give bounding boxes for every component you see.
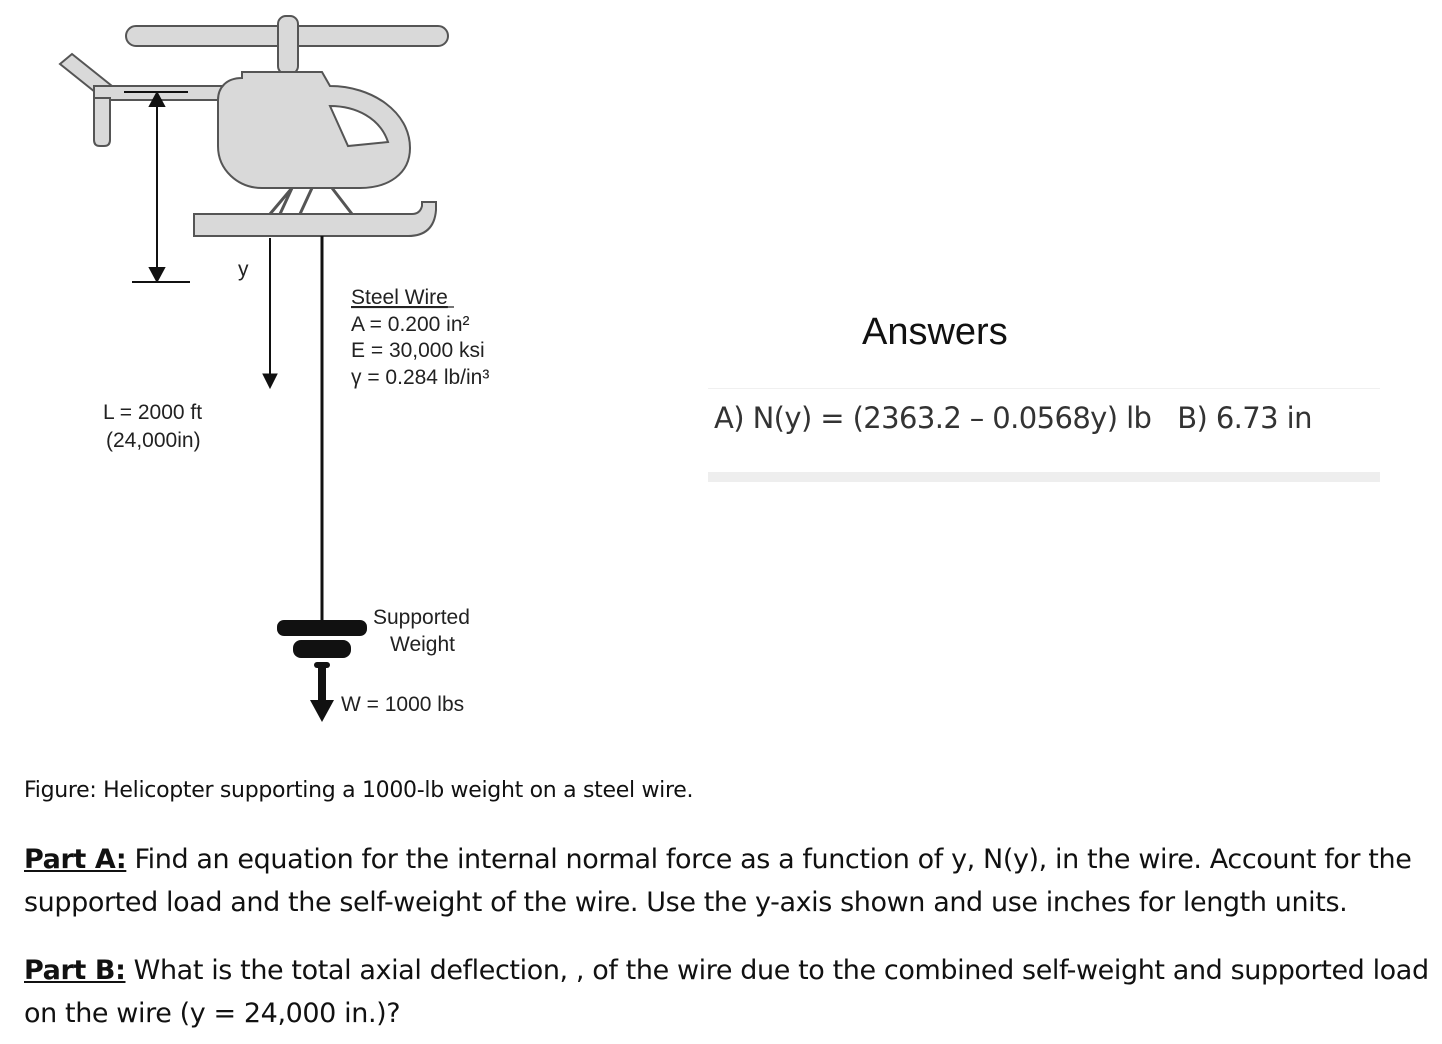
- answers-text: A) N(y) = (2363.2 – 0.0568y) lb B) 6.73 …: [714, 401, 1312, 435]
- part-b-label: Part B:: [24, 955, 126, 986]
- wire-specific-weight: γ = 0.284 lb/in³: [351, 366, 489, 389]
- y-axis-arrow: [262, 238, 278, 390]
- dimension-arrow-up: [148, 90, 166, 107]
- part-a-question: Part A: Find an equation for the interna…: [24, 838, 1434, 924]
- tail-fin: [93, 97, 111, 147]
- part-a-label: Part A:: [24, 844, 127, 875]
- answers-heading: Answers: [862, 311, 1008, 353]
- part-a-text: Find an equation for the internal normal…: [24, 844, 1412, 918]
- answers-box: [708, 388, 1380, 482]
- part-b-text: What is the total axial deflection, , of…: [24, 955, 1429, 1029]
- wire-area: A = 0.200 in²: [351, 313, 470, 336]
- y-axis-label: y: [238, 258, 249, 281]
- weight-label-line1: Supported: [373, 606, 470, 629]
- weight-arrowhead: [310, 700, 334, 722]
- wire-modulus: E = 30,000 ksi: [351, 339, 485, 362]
- figure-caption: Figure: Helicopter supporting a 1000-lb …: [24, 778, 694, 803]
- landing-skid: [193, 201, 437, 237]
- helicopter: [58, 15, 449, 237]
- part-b-question: Part B: What is the total axial deflecti…: [24, 949, 1434, 1035]
- weight-plate-bottom: [293, 640, 351, 658]
- weight-arrow-shaft: [318, 666, 326, 702]
- skid-struts: [268, 187, 354, 215]
- y-axis-arrowhead: [262, 373, 278, 390]
- helicopter-diagram: y L = 2000 ft (24,000in) Steel Wire A = …: [58, 15, 489, 722]
- length-label-in: (24,000in): [106, 429, 201, 452]
- weight-label-line2: Weight: [390, 633, 455, 656]
- dimension-arrow-down: [148, 267, 166, 284]
- supported-weight: [277, 620, 367, 722]
- length-label-ft: L = 2000 ft: [103, 401, 202, 424]
- weight-value: W = 1000 lbs: [341, 693, 464, 716]
- weight-plate-top: [277, 620, 367, 636]
- cabin: [217, 71, 412, 189]
- length-dimension: [124, 90, 190, 284]
- rotor-mast: [277, 15, 299, 75]
- window: [328, 104, 390, 148]
- wire-title: Steel Wire: [351, 286, 448, 309]
